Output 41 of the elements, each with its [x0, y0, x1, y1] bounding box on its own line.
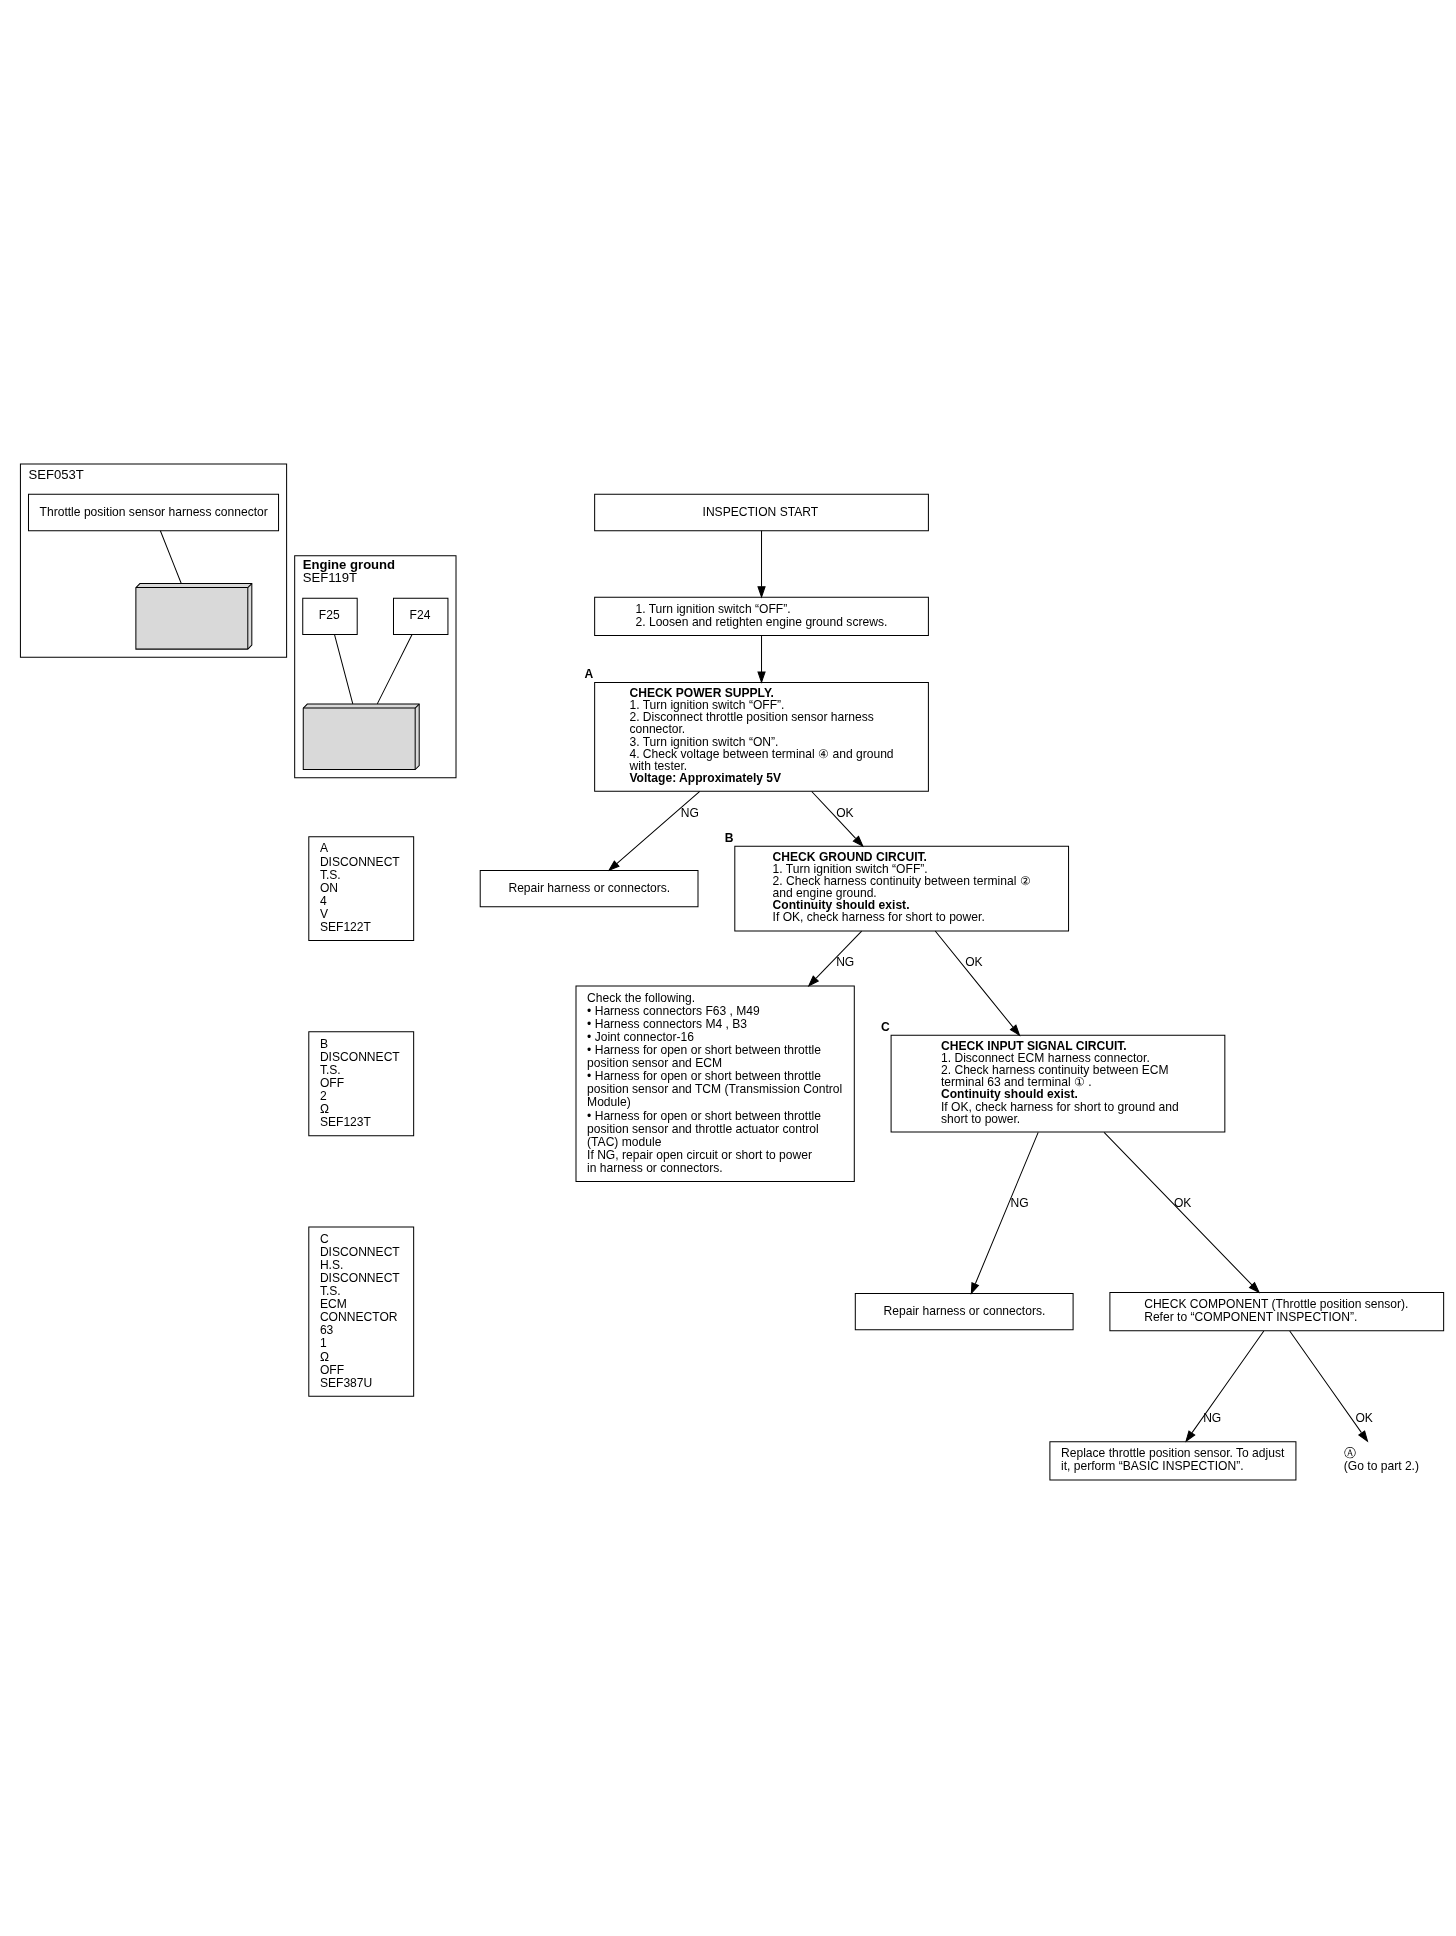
node-box: C DISCONNECT H.S. DISCONNECT T.S. ECM CONNECTOR 63 1 Ω OFF SEF387U — [308, 1226, 415, 1397]
edge-label: NG — [836, 955, 855, 970]
connector — [376, 634, 413, 705]
arrow — [1289, 1330, 1369, 1443]
arrow — [757, 530, 766, 599]
edge-label: NG — [1010, 1196, 1029, 1211]
edge-label: OK — [1355, 1411, 1373, 1426]
edge-label: NG — [680, 806, 699, 821]
edge-label: OK — [836, 806, 854, 821]
arrow — [757, 635, 766, 684]
node-box: Repair harness or connectors. — [479, 869, 699, 908]
arrow — [1103, 1131, 1261, 1294]
edge-label: NG — [1203, 1411, 1222, 1426]
node-box: F24 — [393, 597, 449, 635]
node-box: F25 — [302, 597, 358, 635]
node-box: CHECK INPUT SIGNAL CIRCUIT. 1. Disconnect ECM harness connector. 2. Check harness continuity between ECM terminal 63 and terminal ① . Continuity should exist. If OK, check harness for short to ground and short to power. — [890, 1034, 1226, 1133]
connector — [159, 530, 182, 585]
node-box: CHECK POWER SUPPLY. 1. Turn ignition switch “OFF”. 2. Disconnect throttle position sensor harness connector. 3. Turn ignition switch “ON”. 4. Check voltage between terminal ④ and ground with tester. Voltage: Approximately 5V — [594, 681, 929, 792]
node-box: Check the following. • Harness connectors F63 , M49 • Harness connectors M4 , B3 • Joint connector-16 • Harness for open or short between throttle position sensor and ECM • Harness for open or short between throttle position sensor and TCM (Transmission Control Module) • Harness for open or short between throttle position sensor and throttle actuator control (TAC) module If NG, repair open circuit or short to power in harness or connectors. — [575, 985, 855, 1182]
arrow — [807, 930, 863, 987]
node-box: Throttle position sensor harness connector — [28, 493, 280, 532]
connector — [334, 634, 354, 705]
edge-label: OK — [1173, 1196, 1192, 1211]
node-box: B DISCONNECT T.S. OFF 2 Ω SEF123T — [308, 1031, 415, 1137]
node-box: INSPECTION START — [594, 493, 929, 532]
node-text: Ⓐ (Go to part 2.) — [1343, 1446, 1420, 1474]
node-box: A DISCONNECT T.S. ON 4 V SEF122T — [308, 836, 415, 942]
node-box: 1. Turn ignition switch “OFF”. 2. Loosen and retighten engine ground screws. — [594, 596, 929, 636]
node-box: Repair harness or connectors. — [854, 1292, 1074, 1331]
arrow — [970, 1131, 1039, 1295]
node-label: C — [881, 1019, 890, 1034]
edge-label: OK — [965, 955, 983, 970]
node-box: CHECK GROUND CIRCUIT. 1. Turn ignition switch “OFF”. 2. Check harness continuity between terminal ② and engine ground. Continuity should exist. If OK, check harness for short to power. — [734, 845, 1070, 932]
arrow — [607, 791, 701, 872]
arrow — [934, 930, 1021, 1037]
node-box: CHECK COMPONENT (Throttle position sensor). Refer to “COMPONENT INSPECTION”. — [1109, 1291, 1445, 1332]
node-box: Replace throttle position sensor. To adjust it, perform “BASIC INSPECTION”. — [1049, 1441, 1297, 1481]
arrow — [811, 791, 864, 848]
node-label: A — [584, 666, 594, 681]
arrow — [1185, 1330, 1265, 1443]
node-label: B — [724, 830, 734, 845]
